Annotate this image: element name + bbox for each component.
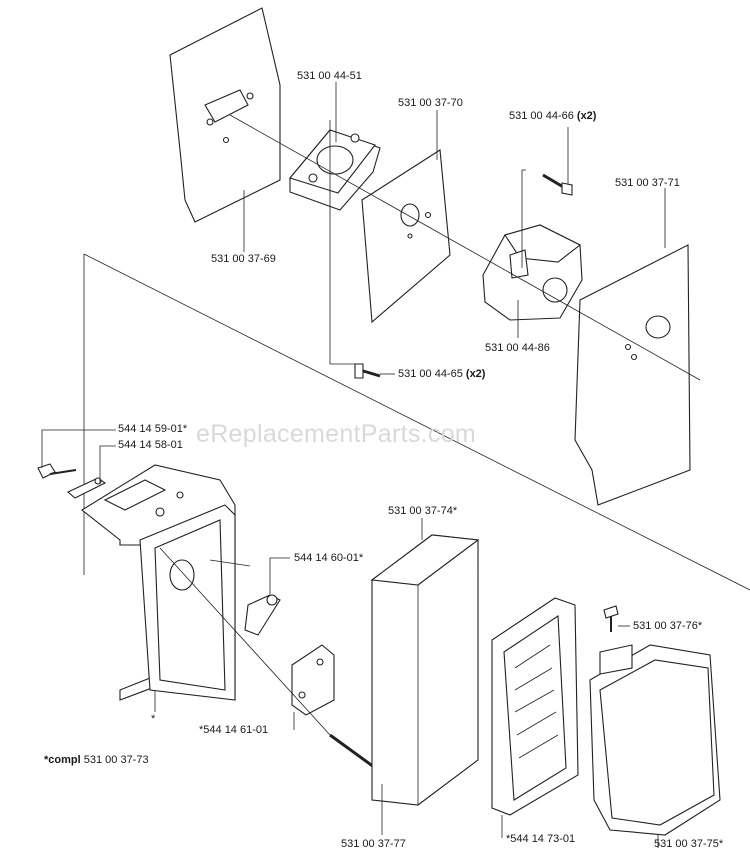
label-544-14-73-01: *544 14 73-01 — [506, 833, 576, 845]
bolt-59-01 — [37, 463, 77, 479]
cover-37-75 — [589, 644, 721, 836]
screw-37-76 — [603, 605, 619, 632]
lever-60-01 — [244, 594, 281, 636]
label-531-00-37-75: 531 00 37-75* — [654, 838, 724, 850]
label-531-00-44-66-qty: (x2) — [576, 110, 597, 122]
bracket-61-01 — [291, 644, 335, 716]
label-531-00-37-69: 531 00 37-69 — [211, 253, 276, 265]
watermark: eReplacementParts.com — [196, 420, 477, 448]
label-531-00-37-74: 531 00 37-74* — [388, 505, 458, 517]
gasket-37-71 — [574, 244, 691, 506]
gasket-37-70 — [361, 149, 451, 324]
label-star: * — [151, 713, 156, 725]
screw-44-65 — [354, 363, 381, 379]
label-531-00-37-71: 531 00 37-71 — [615, 177, 680, 189]
label-544-14-59-01: 544 14 59-01* — [118, 423, 188, 435]
block-44-86 — [482, 224, 583, 321]
label-531-00-44-66: 531 00 44-66 (x2) — [509, 110, 596, 123]
filter-housing — [81, 464, 236, 701]
label-531-00-44-65-number: 531 00 44-65 — [398, 368, 463, 380]
label-531-00-37-76: 531 00 37-76* — [633, 620, 703, 632]
label-531-00-37-70: 531 00 37-70 — [398, 97, 463, 109]
label-compl-531-00-37-73: *compl 531 00 37-73 — [44, 754, 149, 767]
label-531-00-44-66-number: 531 00 44-66 — [509, 110, 574, 122]
label-544-14-58-01: 544 14 58-01 — [118, 439, 183, 451]
filter-element-37-74 — [370, 534, 480, 806]
label-544-14-61-01: *544 14 61-01 — [199, 724, 269, 736]
spacer-44-51 — [289, 129, 381, 211]
assembly-frame — [83, 253, 750, 591]
label-compl: *compl — [44, 754, 81, 766]
label-544-14-60-01: 544 14 60-01* — [294, 552, 364, 564]
label-531-00-44-65: 531 00 44-65 (x2) — [398, 368, 485, 381]
leader-lines — [41, 82, 666, 848]
washer-58-01 — [66, 477, 107, 499]
label-531-00-44-51: 531 00 44-51 — [297, 70, 362, 82]
label-531-00-44-86: 531 00 44-86 — [485, 342, 550, 354]
bolt-44-66 — [542, 173, 573, 196]
filter-cover-73-01 — [491, 597, 579, 816]
gasket-37-69 — [169, 7, 281, 223]
label-531-00-37-77: 531 00 37-77 — [341, 838, 406, 850]
label-531-00-44-65-qty: (x2) — [465, 368, 486, 380]
label-531-00-37-73: 531 00 37-73 — [83, 754, 149, 766]
